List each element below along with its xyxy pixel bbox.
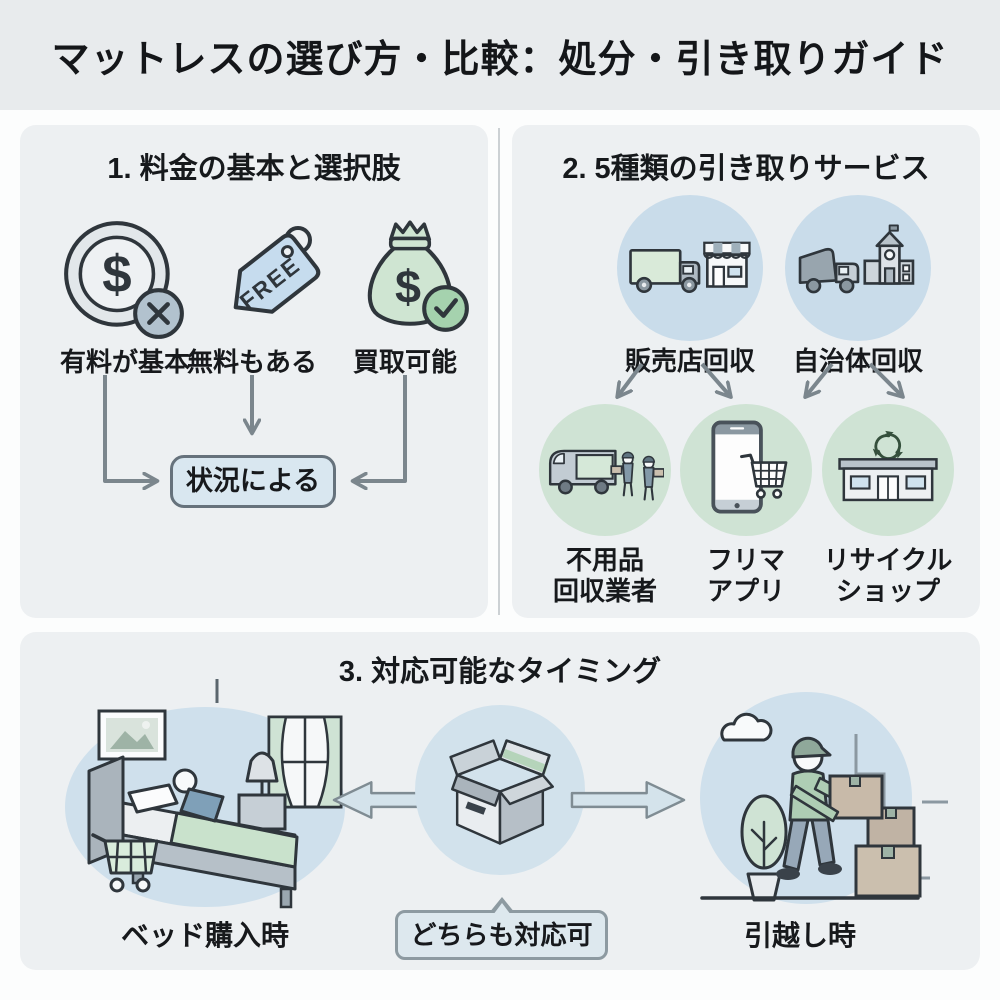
mover-person xyxy=(776,736,884,880)
bed-purchase-scene xyxy=(65,679,345,909)
panel-timing: 3. 対応可能なタイミング xyxy=(20,632,980,970)
bag-dollar-symbol: $ xyxy=(395,260,421,312)
result-box: 状況による xyxy=(170,455,336,508)
shopping-cart xyxy=(91,833,159,893)
both-possible-text: どちらも対応可 xyxy=(410,920,593,950)
label-moving-time: 引越し時 xyxy=(743,920,856,951)
garbage-truck-city-icon xyxy=(798,224,915,294)
bed xyxy=(87,755,299,909)
worker-figure xyxy=(642,455,664,501)
label-recycle-shop: リサイクル ショップ xyxy=(823,545,953,607)
coin-x-icon: $ xyxy=(64,221,184,339)
flea-app-cart-icon xyxy=(711,420,788,514)
panel-services: 2. 5種類の引き取りサービス xyxy=(512,125,980,618)
recycle-shop-circle xyxy=(822,404,954,536)
retailer-pickup-circle xyxy=(617,195,763,341)
nightstand-lamp xyxy=(237,751,287,831)
open-box-icon xyxy=(449,739,554,845)
panel-pricing-heading: 1. 料金の基本と選択肢 xyxy=(107,153,401,185)
municipal-pickup-circle xyxy=(785,195,931,341)
store-truck-icon xyxy=(629,241,751,294)
services-branch-arrows xyxy=(512,362,980,412)
window xyxy=(267,715,343,809)
coin-dollar-symbol: $ xyxy=(102,245,131,304)
moving-scene xyxy=(700,692,948,904)
junk-removal-van-icon xyxy=(548,449,664,501)
label-bed-purchase: ベッド購入時 xyxy=(120,920,289,951)
flea-app-circle xyxy=(680,404,812,536)
panel-pricing: 1. 料金の基本と選択肢 $ FREE $ 有料が基本 無料もある 買取可能 状… xyxy=(20,125,488,618)
worker-figure xyxy=(610,451,635,497)
junk-removal-circle xyxy=(539,404,671,536)
panel-divider xyxy=(498,128,500,615)
recycle-shop-icon xyxy=(838,430,938,502)
arrow-right-block xyxy=(570,781,686,819)
panel-timing-heading: 3. 対応可能なタイミング xyxy=(338,656,662,688)
money-bag-check-icon: $ xyxy=(367,220,469,332)
cart-glyph xyxy=(740,453,788,499)
label-junk-removal: 不用品 回収業者 xyxy=(552,545,657,607)
free-tag-icon: FREE xyxy=(233,226,321,315)
label-retailer-pickup: 販売店回収 xyxy=(624,346,755,376)
both-possible-bubble: どちらも対応可 xyxy=(395,897,608,960)
label-flea-app: フリマ アプリ xyxy=(706,545,785,607)
potted-plant xyxy=(740,794,788,902)
cloud xyxy=(720,712,773,742)
title-band: マットレスの選び方・比較：処分・引き取りガイド xyxy=(0,0,1000,110)
moving-box-circle xyxy=(415,705,585,875)
picture-frame xyxy=(97,709,167,761)
pricing-flow-arrows xyxy=(103,375,407,520)
page-title: マットレスの選び方・比較：処分・引き取りガイド xyxy=(51,38,949,81)
panel-services-heading: 2. 5種類の引き取りサービス xyxy=(562,153,930,185)
label-free-exists: 無料もある xyxy=(186,347,317,377)
label-paid-basic: 有料が基本 xyxy=(59,347,190,377)
stacked-boxes xyxy=(854,806,922,898)
label-buyback: 買取可能 xyxy=(352,347,457,377)
label-municipal-pickup: 自治体回収 xyxy=(792,346,923,376)
